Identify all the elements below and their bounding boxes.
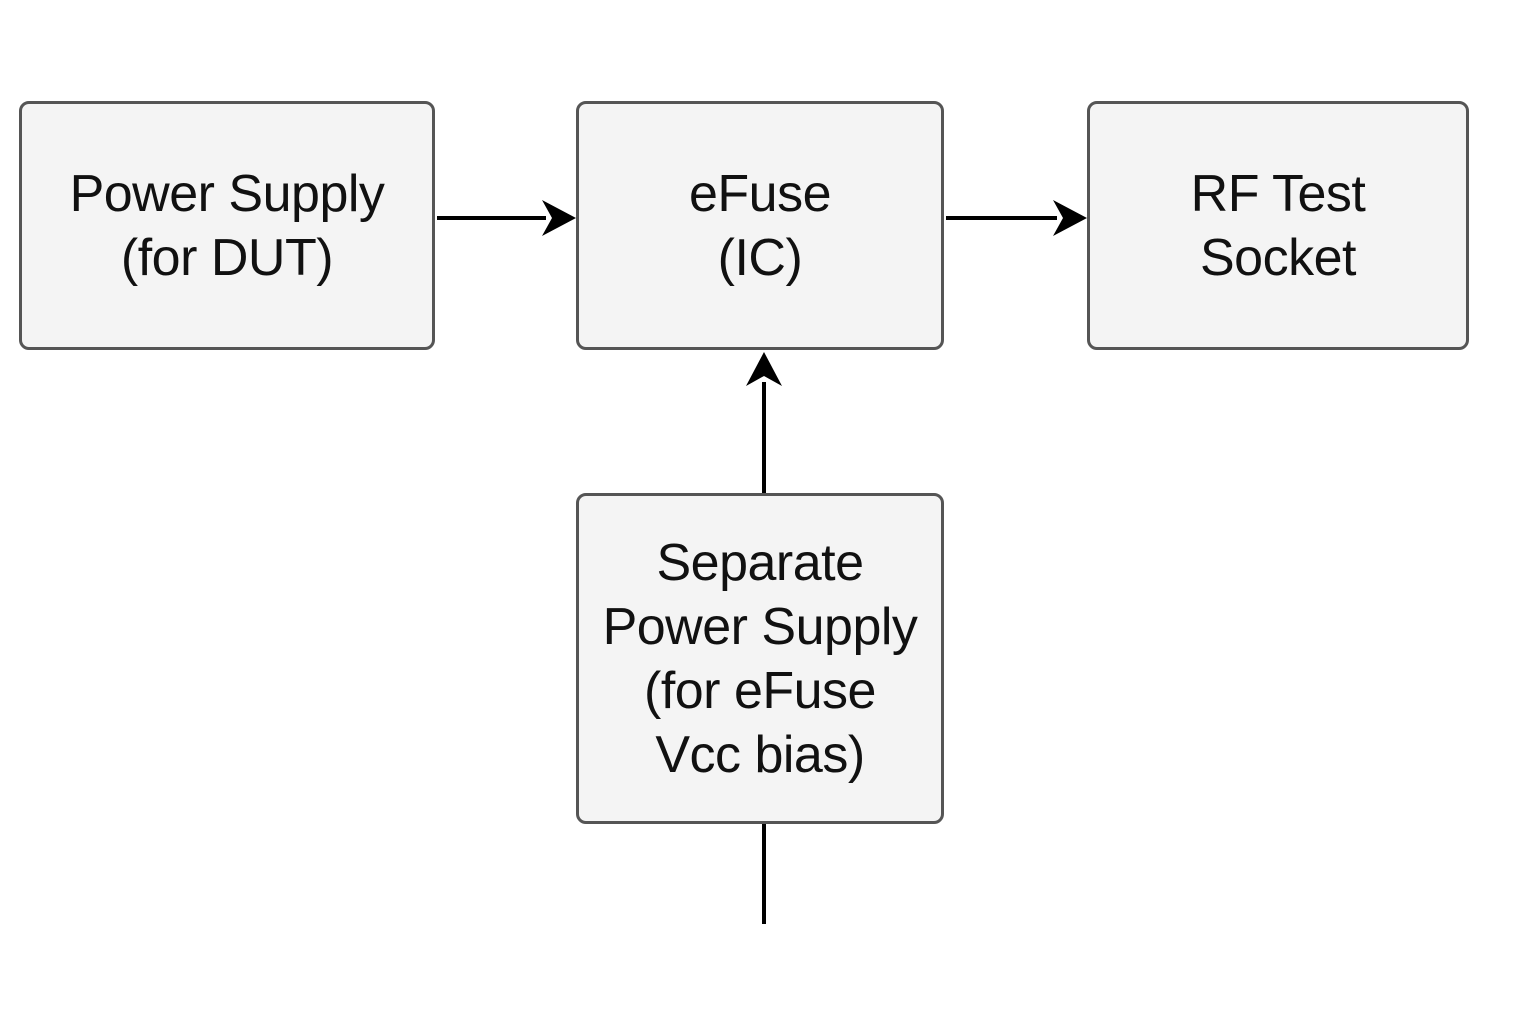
node-separate-power-supply: Separate Power Supply (for eFuse Vcc bia… <box>576 493 944 824</box>
node-label-efuse: eFuse (IC) <box>688 164 832 287</box>
node-label-power-supply-dut: Power Supply (for DUT) <box>69 164 385 287</box>
arrow-separate-supply-to-efuse <box>746 352 782 493</box>
node-efuse: eFuse (IC) <box>576 101 944 350</box>
arrow-efuse-to-rf-socket <box>946 200 1087 236</box>
node-rf-test-socket: RF Test Socket <box>1087 101 1469 350</box>
node-power-supply-dut: Power Supply (for DUT) <box>19 101 435 350</box>
arrow-power-supply-to-efuse <box>437 200 576 236</box>
node-label-separate-power-supply: Separate Power Supply (for eFuse Vcc bia… <box>602 533 918 784</box>
node-label-rf-test-socket: RF Test Socket <box>1190 164 1366 287</box>
